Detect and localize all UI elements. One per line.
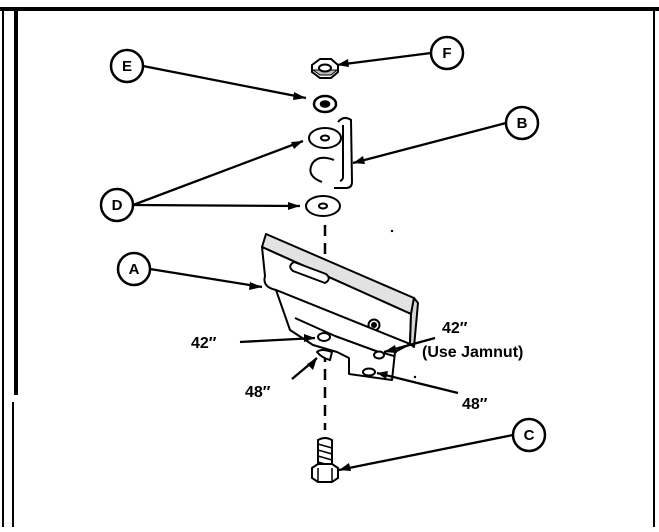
callout-a-label: A — [129, 261, 140, 278]
callout-d: D — [99, 187, 135, 223]
callout-d-label: D — [112, 197, 123, 214]
callout-f-label: F — [442, 45, 451, 62]
upper-flat-washer-part — [308, 127, 342, 149]
arrowheads — [249, 59, 397, 471]
leader-lines — [132, 51, 514, 472]
callout-e-label: E — [122, 58, 132, 75]
dimension-label-42-left: 42″ — [191, 335, 217, 352]
hex-bolt-part — [311, 437, 339, 483]
dimension-label-42-right: 42″ — [442, 320, 468, 337]
callout-e: E — [109, 48, 145, 84]
callout-a: A — [116, 251, 152, 287]
mounting-bracket-part — [261, 233, 419, 381]
l-pin-part — [309, 116, 354, 189]
speck-mark — [413, 375, 417, 379]
hex-nut-part — [311, 58, 339, 79]
callout-b: B — [504, 105, 540, 141]
dimension-label-48-right: 48″ — [462, 396, 488, 413]
callout-c-label: C — [524, 427, 535, 444]
speck-mark — [390, 229, 394, 233]
callout-c: C — [511, 417, 547, 453]
callout-f: F — [429, 35, 465, 71]
use-jamnut-note: (Use Jamnut) — [422, 344, 523, 361]
lower-flat-washer-part — [305, 195, 341, 217]
dimension-label-48-left: 48″ — [245, 384, 271, 401]
lock-washer-part — [312, 94, 338, 114]
frame — [0, 7, 659, 527]
callout-b-label: B — [517, 115, 528, 132]
